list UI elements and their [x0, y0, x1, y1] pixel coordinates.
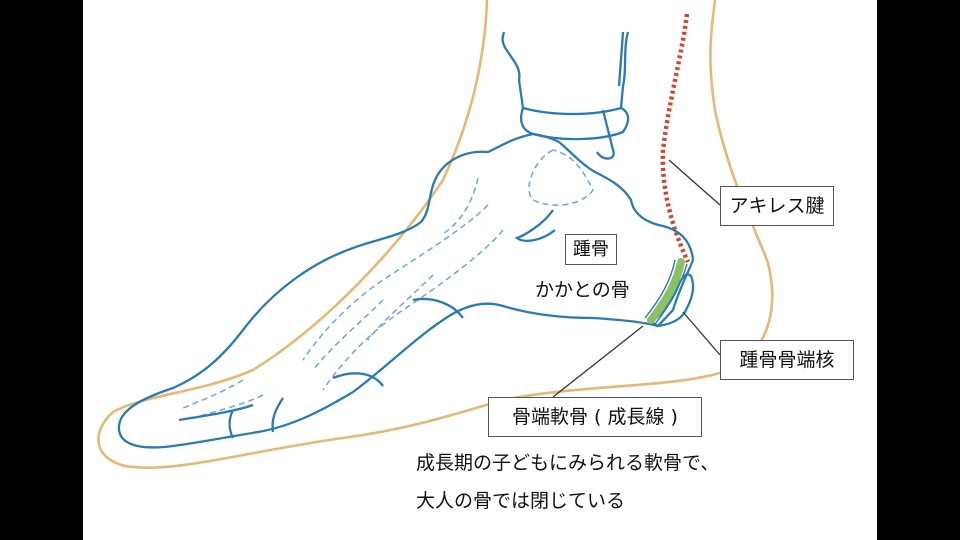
tibia-bone: [501, 31, 630, 116]
foot-bone-outline: [117, 132, 695, 449]
leader-achilles: [668, 159, 721, 206]
skin-outline: [97, 0, 774, 469]
growth-cartilage: [647, 258, 685, 324]
leader-nucleus: [682, 311, 721, 356]
foot-diagram: [97, 0, 774, 469]
leader-cartilage: [552, 325, 644, 398]
talus-notch: [514, 209, 556, 242]
hidden-bones: [182, 149, 594, 419]
achilles-tendon: [660, 13, 691, 263]
calcaneus-label: 踵骨: [565, 234, 617, 265]
diagram-canvas: アキレス腱 踵骨 かかとの骨 踵骨骨端核 骨端軟骨 ( 成長線 ) 成長期の子ど…: [83, 0, 877, 540]
fibula-bone: [596, 31, 625, 160]
growth-cartilage-label: 骨端軟骨 ( 成長線 ): [488, 397, 702, 437]
note-line-1: 成長期の子どもにみられる軟骨で、: [416, 452, 720, 474]
toe-bones: [178, 297, 464, 439]
achilles-label: アキレス腱: [720, 186, 834, 226]
leader-lines: [552, 159, 721, 398]
talus-cap: [520, 106, 630, 141]
note-line-2: 大人の骨では閉じている: [416, 490, 626, 512]
ossification-nucleus-label: 踵骨骨端核: [720, 340, 854, 380]
growth-cartilage-edge: [644, 259, 688, 325]
heel-bone-caption: かかとの骨: [535, 279, 630, 301]
